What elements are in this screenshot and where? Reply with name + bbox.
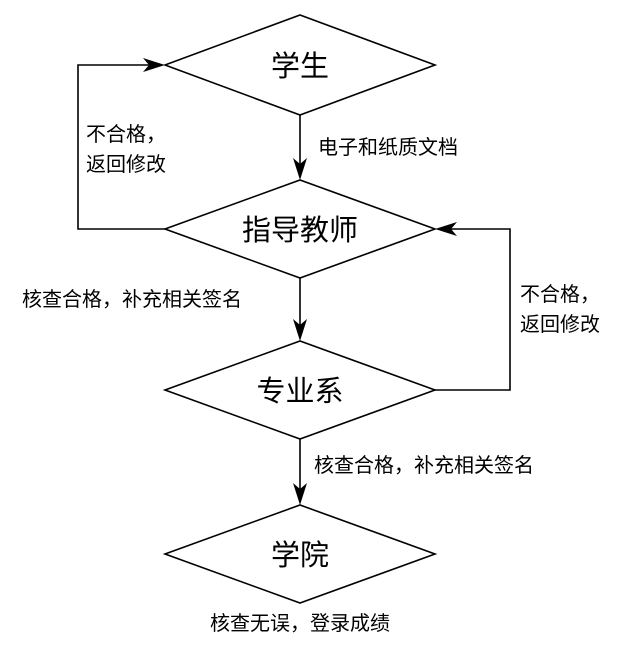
edge-advisor-reject-loop (77, 64, 165, 230)
node-college-label: 学院 (271, 538, 329, 572)
node-advisor-label: 指导教师 (242, 213, 358, 247)
edge-department-reject-loop (435, 228, 511, 391)
label-department-to-college: 核查合格，补充相关签名 (314, 453, 534, 477)
node-student-diamond (162, 14, 438, 116)
node-student-label: 学生 (271, 49, 329, 83)
node-department-label: 专业系 (256, 374, 343, 408)
arrow-advisor-reject (143, 58, 165, 72)
arrow-department-reject (435, 222, 457, 236)
arrow-advisor-to-department (293, 319, 307, 341)
label-department-reject-line1: 不合格， (520, 282, 600, 306)
arrow-department-to-college (293, 483, 307, 505)
label-department-reject-line2: 返回修改 (520, 312, 600, 336)
label-advisor-to-department: 核查合格，补充相关签名 (22, 287, 242, 311)
node-college-diamond (162, 504, 438, 604)
label-advisor-reject-line1: 不合格， (86, 122, 166, 146)
arrow-student-to-advisor (293, 158, 307, 180)
label-advisor-reject-line2: 返回修改 (86, 152, 166, 176)
label-student-to-advisor: 电子和纸质文档 (318, 135, 458, 159)
label-college-final: 核查无误，登录成绩 (210, 611, 390, 635)
